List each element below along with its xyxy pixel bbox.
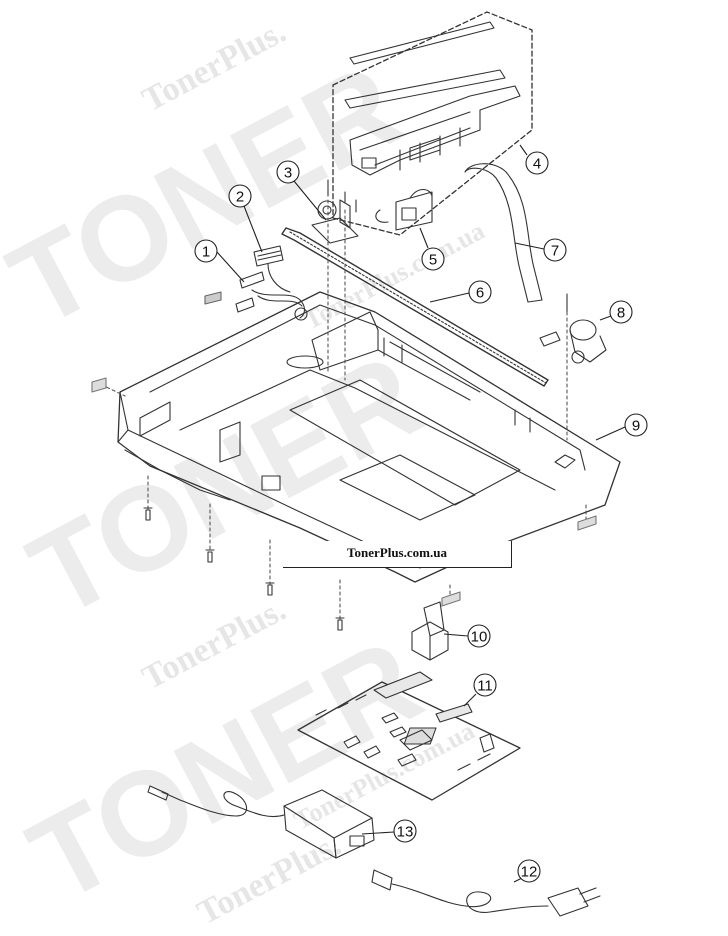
callout-12-circle (517, 859, 541, 883)
part-4-carriage-assembly (332, 11, 533, 236)
callout-3-label: 3 (284, 165, 292, 182)
callout-4-label: 4 (533, 156, 541, 173)
callout-13-circle (393, 819, 417, 843)
part-5-bracket-module (375, 188, 433, 231)
part-3-pulley-bracket (311, 179, 359, 244)
callout-7-label: 7 (551, 243, 559, 260)
callout-2-label: 2 (236, 189, 244, 206)
callout-1-label: 1 (202, 244, 210, 261)
part-11-controller-board (297, 671, 521, 801)
part-8-motor (539, 293, 607, 364)
callout-1-circle (194, 239, 218, 263)
part-10-foot (411, 601, 449, 661)
site-label-box: TonerPlus.com.ua (283, 541, 512, 568)
part-13-power-adapter (147, 785, 375, 859)
part-12-power-cord (371, 869, 601, 917)
callout-6-label: 6 (476, 285, 484, 302)
callout-6-circle (468, 280, 492, 304)
callout-10-label: 10 (471, 629, 488, 646)
callout-layer (194, 144, 648, 883)
callout-9-label: 9 (632, 418, 640, 435)
part-7-flat-cable (464, 163, 543, 303)
callout-8-circle (609, 300, 633, 324)
part-6-drive-belt (281, 227, 549, 387)
callout-5-circle (421, 247, 445, 271)
callout-11-label: 11 (477, 678, 493, 695)
callout-7-circle (543, 238, 567, 262)
callout-12-label: 12 (521, 864, 538, 881)
part-2-cable-connector (253, 245, 291, 293)
callout-2-circle (228, 184, 252, 208)
callout-10-circle (467, 624, 491, 648)
watermark-big-2: TONER (9, 328, 441, 642)
mounting-screws (143, 507, 345, 631)
part-1-connector-harness (204, 271, 308, 321)
callout-9-circle (624, 413, 648, 437)
callout-4-circle (525, 151, 549, 175)
callout-3-circle (276, 160, 300, 184)
callout-5-label: 5 (429, 252, 437, 269)
rubber-feet (91, 377, 597, 607)
watermark-layer: TONER TONER TONER TonerPlus. TonerPlus. … (0, 13, 489, 932)
callout-8-label: 8 (617, 305, 625, 322)
callout-13-label: 13 (397, 824, 414, 841)
callout-11-circle (473, 673, 497, 697)
